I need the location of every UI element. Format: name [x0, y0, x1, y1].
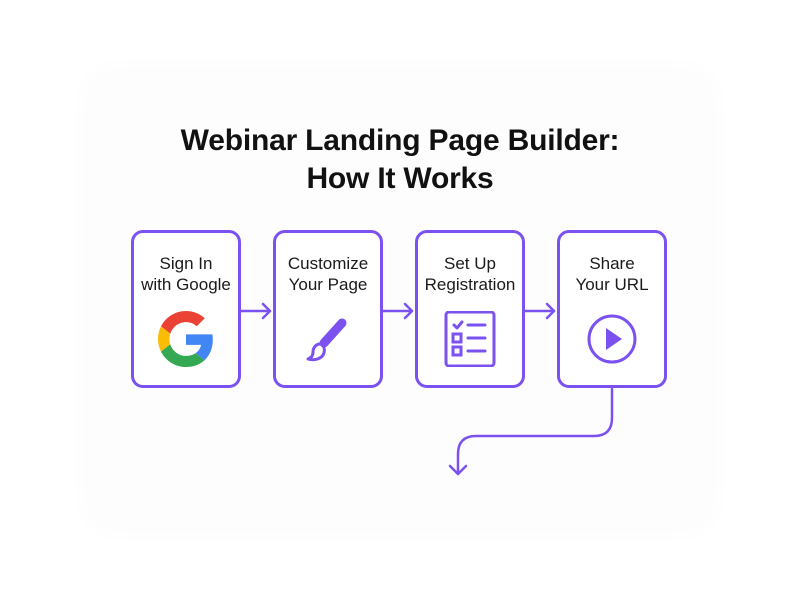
step-label: Share Your URL: [560, 253, 664, 295]
step-label-line-2: Your Page: [288, 275, 368, 294]
step-share: Share Your URL: [557, 230, 667, 388]
title-line-2: How It Works: [306, 162, 494, 195]
step-label-line-1: Share: [589, 254, 635, 273]
step-customize: Customize Your Page: [273, 230, 383, 388]
play-icon: [587, 314, 637, 364]
step-label-line-1: Sign In: [159, 254, 213, 273]
step-label-line-2: Registration: [424, 275, 516, 294]
diagram-title: Webinar Landing Page Builder: How It Wor…: [0, 122, 800, 198]
paintbrush-icon: [306, 318, 347, 362]
step-label-line-1: Set Up: [444, 254, 496, 273]
title-line-1: Webinar Landing Page Builder:: [180, 124, 620, 157]
step-label-line-2: Your URL: [575, 275, 649, 294]
step-label: Set Up Registration: [418, 253, 522, 295]
step-sign-in: Sign In with Google: [131, 230, 241, 388]
step-registration: Set Up Registration: [415, 230, 525, 388]
step-label-line-1: Customize: [287, 254, 369, 273]
checklist-icon: [444, 311, 496, 367]
step-label-line-2: with Google: [141, 275, 231, 294]
google-icon: [158, 311, 213, 367]
step-label: Customize Your Page: [276, 253, 380, 295]
step-label: Sign In with Google: [134, 253, 238, 295]
